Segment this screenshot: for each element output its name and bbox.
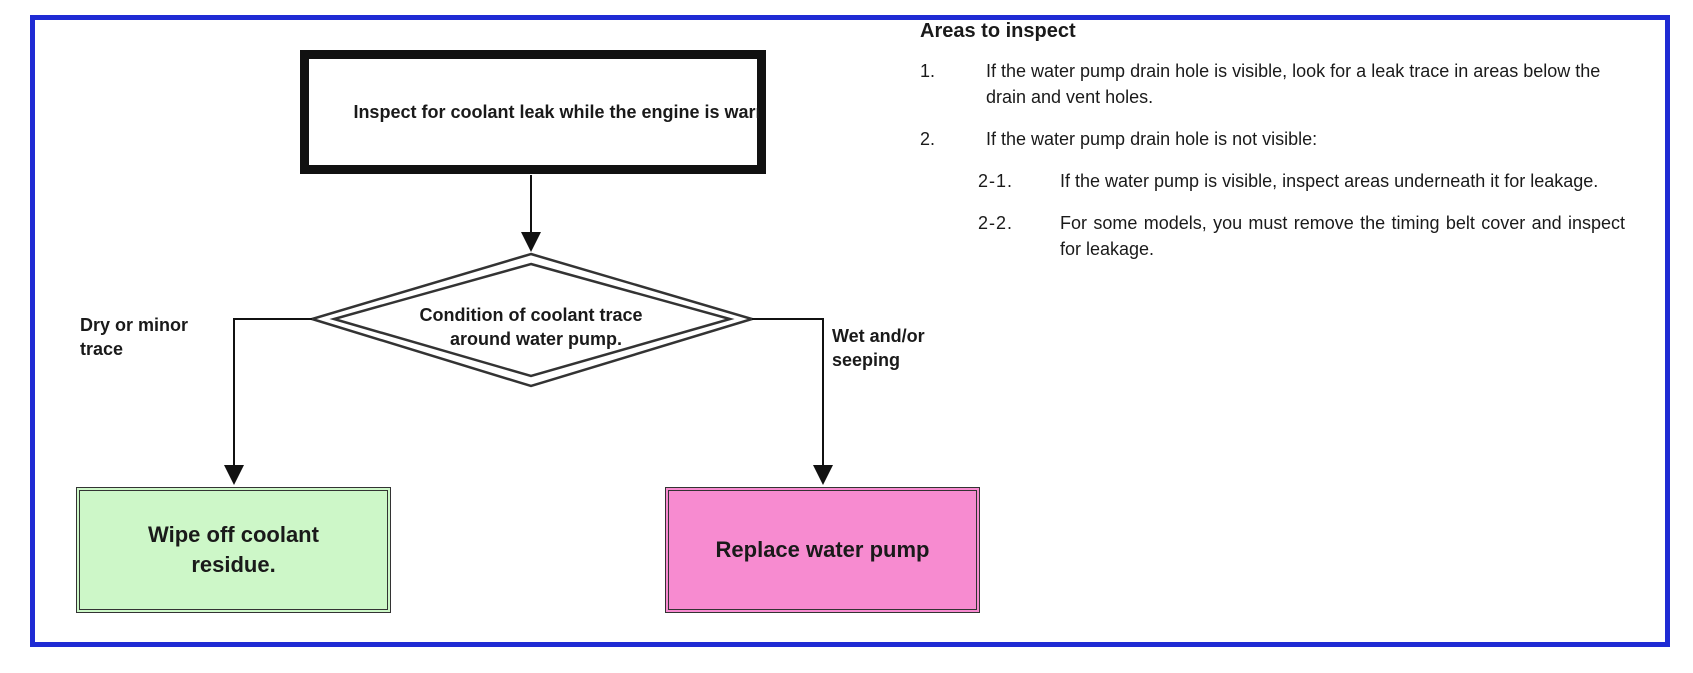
start-box-text: Inspect for coolant leak while the engin…	[353, 102, 766, 122]
substep-2-2-text: For some models, you must remove the tim…	[1060, 213, 1625, 259]
decision-text-line2: around water pump.	[450, 329, 622, 349]
decision-text-line1: Condition of coolant trace	[420, 305, 643, 325]
substep-2-1-text: If the water pump is visible, inspect ar…	[1060, 171, 1599, 191]
substep-2-1: 2-1. If the water pump is visible, inspe…	[978, 168, 1625, 194]
step-2: 2. If the water pump drain hole is not v…	[920, 126, 1625, 152]
end-box-wipe-text: Wipe off coolant residue.	[148, 520, 319, 580]
branch-left-label: Dry or minor trace	[80, 313, 188, 361]
branch-right-label-line2: seeping	[832, 350, 901, 370]
decision-diamond-inner	[329, 262, 735, 378]
step-2-text: If the water pump drain hole is not visi…	[986, 129, 1318, 149]
end-box-replace-text: Replace water pump	[715, 537, 930, 562]
areas-panel: Areas to inspect 1. If the water pump dr…	[920, 18, 1625, 278]
step-1: 1. If the water pump drain hole is visib…	[920, 58, 1625, 110]
end-box-wipe: Wipe off coolant residue.	[76, 487, 391, 613]
step-1-number: 1.	[920, 61, 936, 81]
step-1-text: If the water pump drain hole is visible,…	[986, 61, 1601, 107]
end-box-wipe-line1: Wipe off coolant	[148, 522, 319, 547]
areas-heading: Areas to inspect	[920, 20, 1076, 42]
end-box-replace: Replace water pump	[665, 487, 980, 613]
branch-right-label: Wet and/or seeping	[832, 324, 925, 372]
substep-2-1-number: 2-1.	[978, 171, 1014, 191]
substep-2-2-number: 2-2.	[978, 213, 1014, 233]
step-2-number: 2.	[920, 129, 936, 149]
branch-left-label-line1: Dry or minor	[80, 315, 189, 335]
substep-2-2: 2-2. For some models, you must remove th…	[978, 210, 1625, 262]
branch-right-label-line1: Wet and/or	[832, 326, 925, 346]
end-box-wipe-line2: residue.	[191, 552, 276, 577]
branch-left-label-line2: trace	[80, 339, 124, 359]
arrow-decision-left	[224, 318, 312, 485]
start-box: Inspect for coolant leak while the engin…	[300, 50, 766, 174]
arrow-decision-right	[752, 318, 833, 485]
